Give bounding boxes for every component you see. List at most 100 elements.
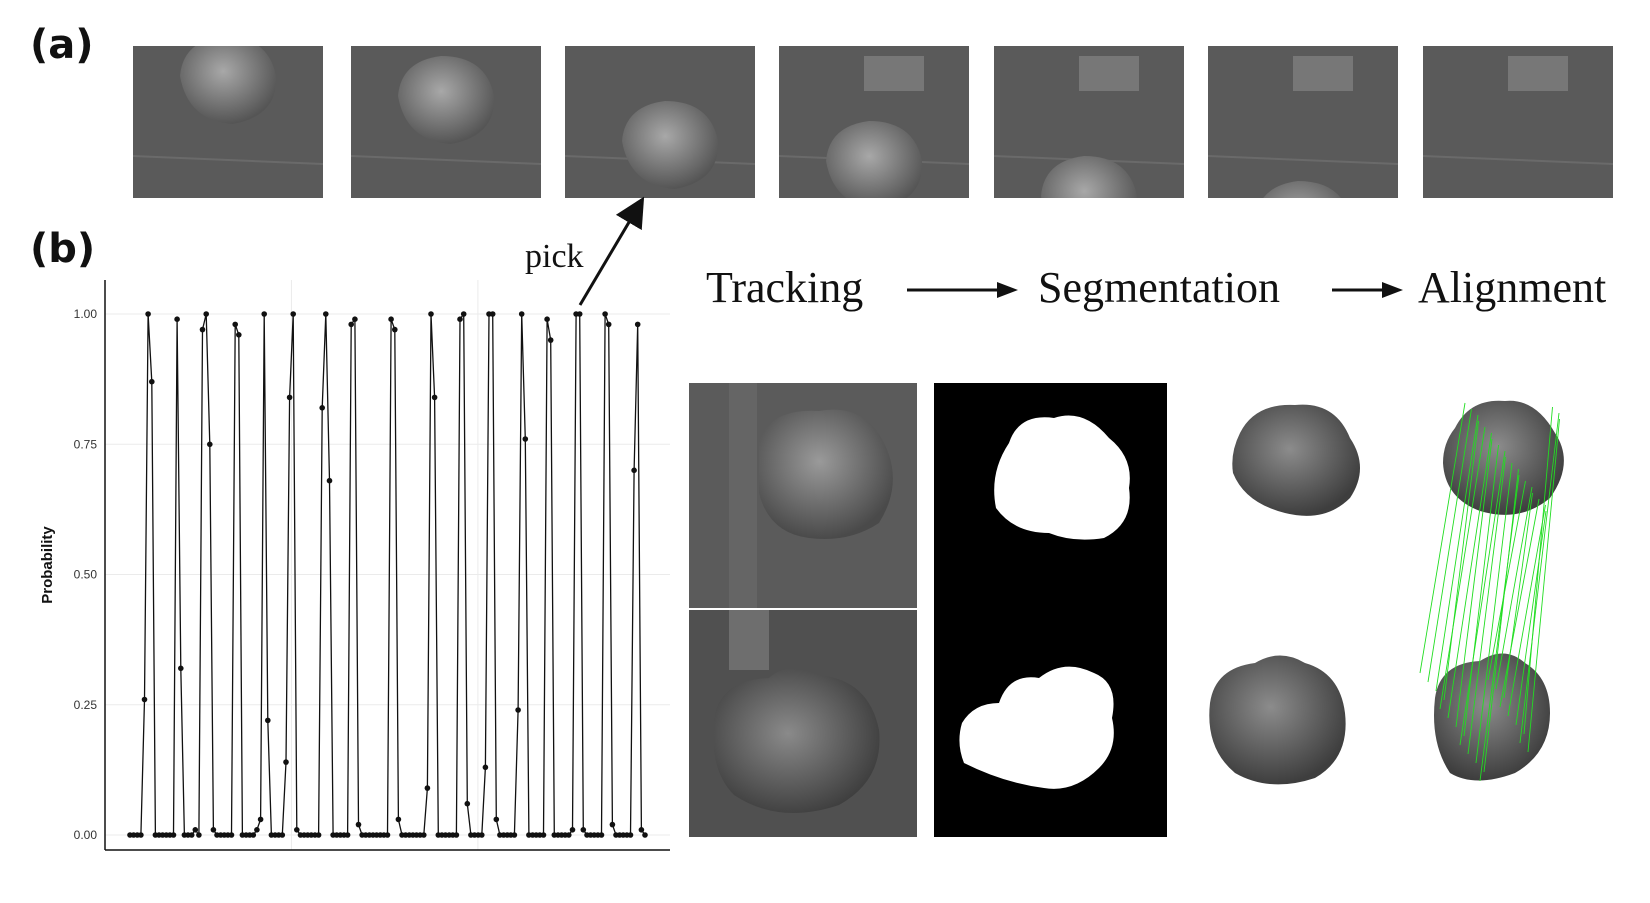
panel-label-b: (b)	[30, 226, 96, 272]
segmentation-masks	[934, 383, 1167, 837]
match-line	[1443, 420, 1479, 701]
data-point	[170, 832, 177, 838]
y-tick-label: 1.00	[74, 307, 98, 321]
data-point	[355, 821, 362, 828]
organoid-blob	[622, 101, 719, 189]
data-point	[352, 316, 358, 322]
data-point	[384, 832, 391, 838]
data-point	[522, 436, 529, 442]
frame-3	[565, 46, 755, 198]
data-point	[482, 764, 489, 771]
data-point	[286, 394, 293, 401]
match-line	[1427, 408, 1472, 683]
match-line	[1439, 426, 1486, 710]
data-point	[326, 477, 333, 484]
stage-alignment: Alignment	[1418, 263, 1607, 312]
data-point	[290, 311, 297, 317]
match-line	[1495, 486, 1533, 690]
data-point	[605, 321, 612, 328]
data-point	[319, 405, 326, 411]
data-point	[348, 321, 355, 328]
match-line	[1503, 492, 1533, 699]
frame-1	[133, 46, 323, 198]
pick-label: pick	[525, 238, 584, 275]
tracking-crop-top	[689, 383, 917, 608]
aligned-blob-bottom-left	[1209, 655, 1346, 785]
data-point	[634, 321, 641, 328]
data-point	[257, 816, 264, 823]
organoid-blob	[1041, 156, 1138, 198]
match-line	[1419, 402, 1466, 674]
data-point	[631, 467, 637, 474]
data-point	[421, 832, 427, 838]
data-point	[544, 316, 550, 322]
aligned-blob-top-right	[1443, 400, 1564, 515]
match-line	[1475, 462, 1513, 764]
mask-top	[994, 415, 1130, 540]
y-tick-label: 0.00	[74, 828, 98, 842]
organoid-blob	[180, 46, 277, 124]
data-point	[228, 832, 235, 838]
data-point	[518, 311, 525, 317]
panel-label-a: (a)	[30, 22, 94, 68]
data-point	[515, 707, 521, 713]
data-point	[283, 759, 289, 765]
stage-segmentation: Segmentation	[1038, 263, 1280, 312]
data-point	[479, 832, 485, 838]
match-line	[1487, 480, 1526, 681]
data-point	[638, 827, 645, 833]
data-point	[493, 816, 500, 823]
data-point	[323, 311, 329, 317]
data-point	[392, 326, 398, 333]
frame-5	[994, 46, 1184, 198]
data-point	[254, 827, 260, 833]
data-point	[265, 717, 271, 724]
y-tick-label: 0.50	[74, 568, 98, 582]
y-tick-label: 0.25	[74, 698, 98, 712]
match-line	[1523, 406, 1553, 735]
match-line	[1507, 504, 1546, 717]
data-point	[609, 821, 616, 828]
data-point	[431, 394, 438, 401]
data-point	[642, 832, 648, 838]
feature-match-lines	[1419, 402, 1560, 782]
data-point	[174, 316, 180, 322]
data-point	[547, 337, 554, 343]
data-point	[395, 816, 402, 823]
data-point	[315, 832, 322, 838]
data-point	[388, 316, 394, 322]
stage-tracking: Tracking	[706, 263, 864, 312]
data-point	[540, 832, 547, 838]
data-point	[236, 332, 242, 338]
data-point	[460, 311, 467, 317]
match-line	[1459, 450, 1506, 746]
y-tick-label: 0.75	[74, 437, 98, 451]
aligned-blob-top-left	[1232, 404, 1360, 516]
organoid-blob	[826, 121, 923, 198]
match-line	[1515, 510, 1547, 726]
data-point	[203, 311, 209, 317]
data-point	[598, 832, 605, 838]
data-point	[207, 441, 213, 448]
tracking-crop-bottom	[689, 610, 917, 837]
frame-7	[1423, 46, 1613, 198]
data-point	[457, 316, 463, 322]
data-point	[453, 832, 460, 838]
match-line	[1519, 412, 1560, 744]
data-point	[569, 827, 576, 833]
match-line	[1479, 474, 1520, 782]
data-point	[261, 311, 267, 317]
mask-bottom	[959, 666, 1114, 789]
data-point	[210, 827, 217, 833]
frame-2	[351, 46, 541, 198]
organoid-blob	[1263, 181, 1341, 198]
data-point	[192, 827, 199, 833]
alignment-panel	[1185, 383, 1645, 837]
data-point	[511, 832, 518, 838]
data-point	[424, 785, 431, 791]
match-line	[1499, 498, 1540, 708]
data-point	[627, 832, 634, 838]
match-line	[1447, 432, 1492, 719]
match-line	[1467, 456, 1506, 755]
